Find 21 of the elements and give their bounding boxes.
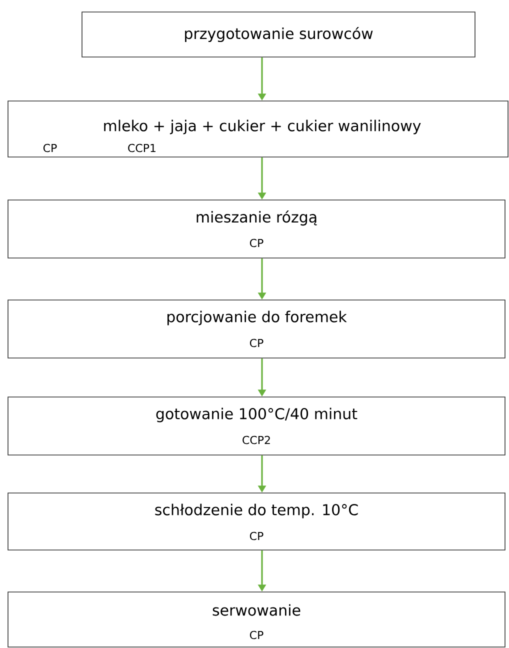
process-box [82,12,476,58]
process-box [8,200,506,258]
control-point-label: CCP2 [242,436,270,444]
step-text: serwowanie [212,604,300,616]
step-text: porcjowanie do foremek [167,310,347,326]
control-point-label: CP [250,338,264,348]
process-box [8,396,506,456]
process-box [8,492,506,550]
process-box [8,300,506,358]
step-text: przygotowanie surowców [185,26,373,42]
control-point-label: CP [250,238,264,248]
process-box [8,592,506,648]
control-point-label: CP [250,630,264,640]
control-point-label: CP [43,144,57,152]
step-text: schłodzenie do temp. 10°C [155,504,358,518]
step-text: mleko + jaja + cukier + cukier wanilinowy [104,120,421,134]
control-point-label: CCP1 [128,144,156,152]
process-box [8,100,508,158]
step-text: mieszanie rózgą [196,210,317,226]
control-point-label: CP [250,532,264,540]
step-text: gotowanie 100°C/40 minut [156,408,358,422]
